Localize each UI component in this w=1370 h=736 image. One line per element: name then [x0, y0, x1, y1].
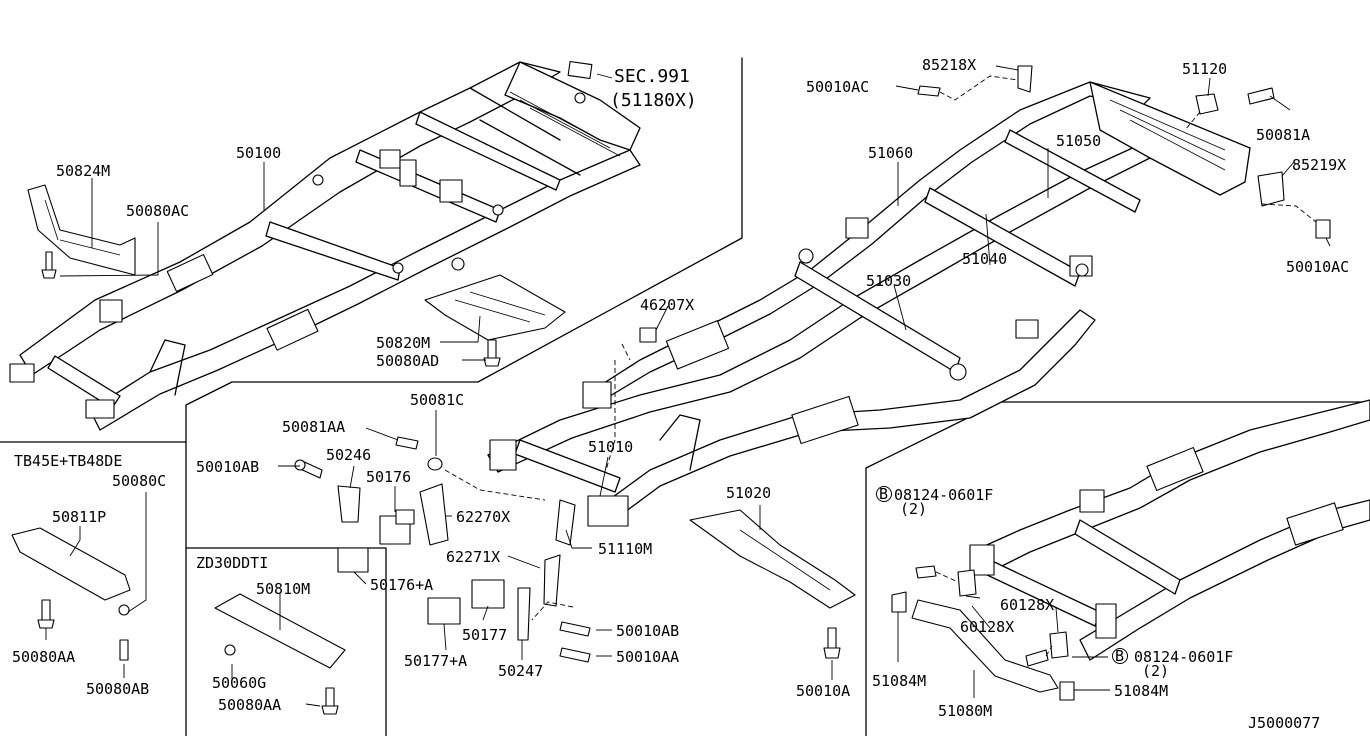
label-50246: 50246: [326, 446, 371, 464]
frame-assembly-center: [487, 81, 1251, 527]
part-50824M: [27, 184, 136, 279]
group-zd-header: ZD30DDTI: [196, 554, 268, 572]
label-50010AA: 50010AA: [616, 648, 679, 666]
label-51050: 51050: [1056, 132, 1101, 150]
label-50176: 50176: [366, 468, 411, 486]
label-50820M: 50820M: [376, 334, 430, 352]
label-50080AB: 50080AB: [86, 680, 149, 698]
label-51084M-a: 51084M: [872, 672, 926, 690]
sec-ref-line1: SEC.991: [614, 66, 690, 87]
label-60128X-a: 60128X: [1000, 596, 1054, 614]
label-50010AC-top: 50010AC: [806, 78, 869, 96]
bolt-marker-top-letter: B: [879, 485, 888, 503]
label-50080AA-zd: 50080AA: [218, 696, 281, 714]
label-51010: 51010: [588, 438, 633, 456]
small-parts-right-top: [917, 65, 1331, 239]
label-50010AC-r: 50010AC: [1286, 258, 1349, 276]
sec-ref-line2: (51180X): [610, 90, 697, 111]
label-62270X: 62270X: [456, 508, 510, 526]
part-labels: SEC.991 (51180X) 50824M 50080AC 50100 50…: [12, 56, 1349, 732]
label-51120: 51120: [1182, 60, 1227, 78]
label-50010AB-a: 50010AB: [196, 458, 259, 476]
label-50080AC: 50080AC: [126, 202, 189, 220]
label-51080M: 51080M: [938, 702, 992, 720]
diagram-id: J5000077: [1248, 714, 1320, 732]
label-50060G: 50060G: [212, 674, 266, 692]
label-51020: 51020: [726, 484, 771, 502]
label-08124-bottom-qty: (2): [1142, 662, 1169, 680]
bolt-marker-bottom-letter: B: [1115, 647, 1124, 665]
label-51040: 51040: [962, 250, 1007, 268]
label-50081C: 50081C: [410, 391, 464, 409]
label-50080C: 50080C: [112, 472, 166, 490]
group-tb-header: TB45E+TB48DE: [14, 452, 122, 470]
label-51030: 51030: [866, 272, 911, 290]
part-50820M: [424, 274, 566, 367]
label-62271X: 62271X: [446, 548, 500, 566]
label-50247: 50247: [498, 662, 543, 680]
label-50081A: 50081A: [1256, 126, 1310, 144]
label-50824M: 50824M: [56, 162, 110, 180]
label-50811P: 50811P: [52, 508, 106, 526]
label-50177: 50177: [462, 626, 507, 644]
small-parts-center: [11, 327, 856, 715]
label-51084M-b: 51084M: [1114, 682, 1168, 700]
label-85219X: 85219X: [1292, 156, 1346, 174]
label-50010A: 50010A: [796, 682, 850, 700]
bolt-marker-icon: [876, 486, 892, 502]
label-50080AA-tb: 50080AA: [12, 648, 75, 666]
label-08124-top-qty: (2): [900, 500, 927, 518]
label-46207X: 46207X: [640, 296, 694, 314]
label-08124-top: 08124-0601F: [894, 486, 993, 504]
label-50810M: 50810M: [256, 580, 310, 598]
sec991-plate: [567, 60, 593, 80]
label-51110M: 51110M: [598, 540, 652, 558]
bolt-marker-icon: [1112, 648, 1128, 664]
label-50100: 50100: [236, 144, 281, 162]
label-50081AA: 50081AA: [282, 418, 345, 436]
inset-frame-lower-right: [891, 399, 1370, 701]
label-60128X-b: 60128X: [960, 618, 1014, 636]
label-50080AD: 50080AD: [376, 352, 439, 370]
leader-lines: [45, 65, 1331, 707]
label-85218X: 85218X: [922, 56, 976, 74]
label-50177A: 50177+A: [404, 652, 467, 670]
label-50010AB-b: 50010AB: [616, 622, 679, 640]
label-08124-bottom: 08124-0601F: [1134, 648, 1233, 666]
section-dividers: [0, 57, 1370, 736]
frame-assembly-left: [9, 61, 641, 431]
label-50176A: 50176+A: [370, 576, 433, 594]
label-51060: 51060: [868, 144, 913, 162]
